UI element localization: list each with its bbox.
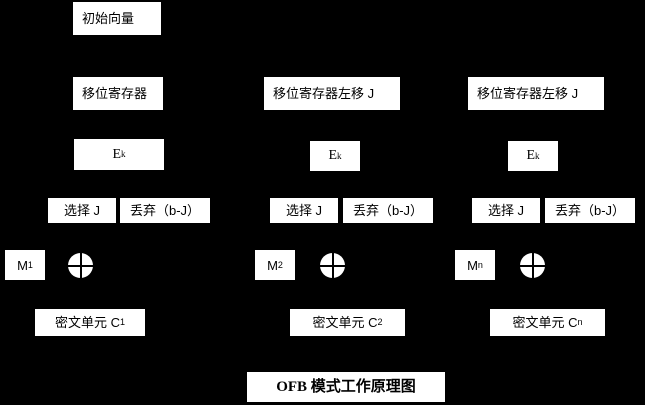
plaintext-label-2: M — [267, 257, 278, 273]
ciphertext-subscript-1: 1 — [120, 317, 126, 327]
encrypt-label-1: E — [112, 146, 122, 162]
plaintext-subscript-1: 1 — [27, 259, 33, 270]
encrypt-subscript-3: k — [535, 150, 540, 161]
select-label-2: 选择 J — [285, 203, 323, 218]
discard-box-2: 丢弃（b-J） — [343, 198, 433, 223]
xor-icon-1 — [68, 253, 93, 278]
ciphertext-label-3: 密文单元 C — [512, 315, 578, 330]
shift-register-box-3: 移位寄存器左移 J — [468, 77, 604, 110]
xor-vertical-bar-1 — [79, 253, 82, 278]
shift-register-label-2: 移位寄存器左移 J — [273, 86, 375, 101]
ciphertext-label-2: 密文单元 C — [312, 315, 378, 330]
shift-register-box-1: 移位寄存器 — [73, 77, 163, 110]
select-label-1: 选择 J — [63, 203, 101, 218]
xor-vertical-bar-3 — [531, 253, 534, 278]
plaintext-label-3: M — [467, 257, 478, 273]
ciphertext-subscript-2: 2 — [377, 317, 383, 327]
select-box-1: 选择 J — [48, 198, 116, 223]
xor-vertical-bar-2 — [331, 253, 334, 278]
select-box-2: 选择 J — [270, 198, 338, 223]
diagram-title-box: OFB 模式工作原理图 — [247, 372, 445, 402]
initial-vector-label: 初始向量 — [82, 11, 135, 26]
initial-vector-box: 初始向量 — [73, 2, 161, 35]
encrypt-subscript-2: k — [337, 150, 342, 161]
ciphertext-subscript-3: n — [577, 317, 583, 327]
encrypt-subscript-1: k — [121, 149, 126, 159]
select-label-3: 选择 J — [487, 203, 525, 218]
diagram-title: OFB 模式工作原理图 — [276, 378, 416, 395]
discard-box-3: 丢弃（b-J） — [545, 198, 635, 223]
encrypt-label-2: E — [328, 148, 338, 163]
shift-register-label-1: 移位寄存器 — [82, 86, 148, 101]
discard-label-3: 丢弃（b-J） — [554, 203, 626, 218]
shift-register-label-3: 移位寄存器左移 J — [477, 86, 579, 101]
ciphertext-label-1: 密文单元 C — [54, 315, 120, 330]
plaintext-subscript-2: 2 — [277, 259, 283, 270]
discard-label-2: 丢弃（b-J） — [352, 203, 424, 218]
xor-icon-2 — [320, 253, 345, 278]
select-box-3: 选择 J — [472, 198, 540, 223]
plaintext-subscript-3: n — [477, 259, 483, 270]
discard-box-1: 丢弃（b-J） — [120, 198, 210, 223]
plaintext-label-1: M — [17, 257, 28, 273]
shift-register-box-2: 移位寄存器左移 J — [264, 77, 400, 110]
encrypt-label-3: E — [526, 148, 536, 163]
xor-icon-3 — [520, 253, 545, 278]
discard-label-1: 丢弃（b-J） — [129, 203, 201, 218]
